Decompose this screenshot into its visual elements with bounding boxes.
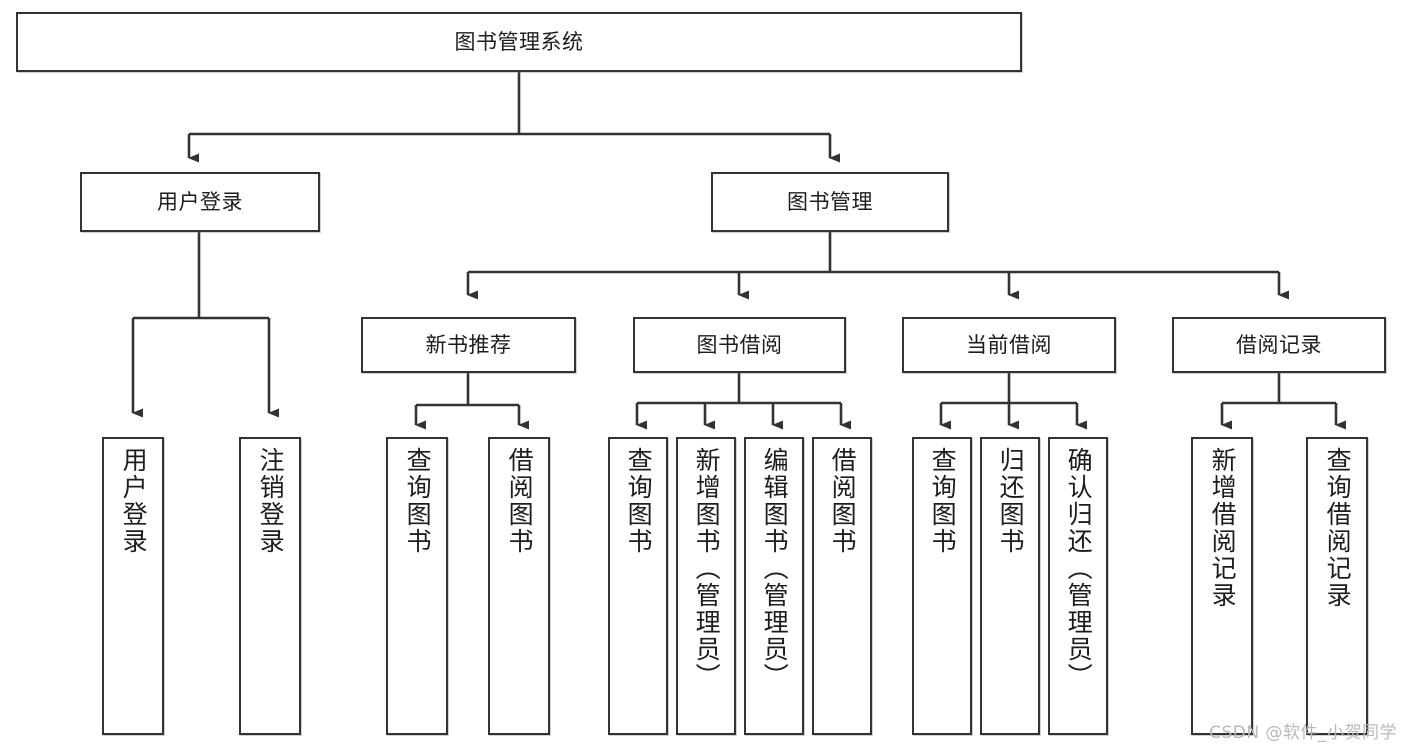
node-leaf-cur-query-book-label: 查询图书 [928, 447, 958, 555]
node-book-borrow[interactable]: 图书借阅 [633, 317, 846, 373]
node-leaf-borrow-query-book[interactable]: 查询图书 [608, 437, 668, 735]
node-leaf-user-login-label: 用户登录 [119, 447, 149, 555]
node-leaf-borrow-query-book-label: 查询图书 [624, 447, 654, 555]
node-root-label: 图书管理系统 [454, 29, 584, 54]
node-leaf-user-logout-label: 注销登录 [256, 447, 286, 555]
node-leaf-cur-return-book[interactable]: 归还图书 [980, 437, 1040, 735]
node-borrow-record[interactable]: 借阅记录 [1172, 317, 1386, 373]
node-leaf-cur-confirm-return-label: 确认归还（管理员） [1064, 447, 1094, 690]
node-leaf-borrow-add-book[interactable]: 新增图书（管理员） [676, 437, 736, 735]
node-leaf-rec-borrow-book-label: 借阅图书 [505, 447, 535, 555]
csdn-watermark: CSDN @软件_小贺同学 [1209, 723, 1397, 743]
node-leaf-rec-query-record[interactable]: 查询借阅记录 [1306, 437, 1368, 735]
node-user-login[interactable]: 用户登录 [80, 172, 320, 232]
node-leaf-rec-add-record[interactable]: 新增借阅记录 [1191, 437, 1253, 735]
node-leaf-rec-add-record-label: 新增借阅记录 [1208, 447, 1238, 609]
node-leaf-borrow-borrow-book-label: 借阅图书 [828, 447, 858, 555]
node-current-borrow[interactable]: 当前借阅 [902, 317, 1116, 373]
node-borrow-record-label: 借阅记录 [1236, 332, 1322, 357]
node-leaf-user-login[interactable]: 用户登录 [102, 437, 164, 735]
node-leaf-rec-query-record-label: 查询借阅记录 [1323, 447, 1353, 609]
node-book-manage[interactable]: 图书管理 [711, 172, 949, 232]
node-leaf-borrow-edit-book[interactable]: 编辑图书（管理员） [744, 437, 804, 735]
node-leaf-user-logout[interactable]: 注销登录 [239, 437, 301, 735]
node-leaf-rec-borrow-book[interactable]: 借阅图书 [488, 437, 550, 735]
node-leaf-rec-query-book[interactable]: 查询图书 [386, 437, 448, 735]
node-user-login-label: 用户登录 [157, 189, 243, 214]
node-new-book-rec-label: 新书推荐 [425, 332, 512, 357]
node-leaf-cur-return-book-label: 归还图书 [996, 447, 1026, 555]
node-book-manage-label: 图书管理 [787, 189, 873, 214]
node-root[interactable]: 图书管理系统 [16, 12, 1022, 72]
node-new-book-rec[interactable]: 新书推荐 [361, 317, 576, 373]
node-current-borrow-label: 当前借阅 [966, 332, 1052, 357]
node-leaf-rec-query-book-label: 查询图书 [403, 447, 433, 555]
node-leaf-cur-confirm-return[interactable]: 确认归还（管理员） [1048, 437, 1108, 735]
node-leaf-cur-query-book[interactable]: 查询图书 [912, 437, 972, 735]
node-leaf-borrow-borrow-book[interactable]: 借阅图书 [812, 437, 872, 735]
node-leaf-borrow-add-book-label: 新增图书（管理员） [692, 447, 722, 690]
node-leaf-borrow-edit-book-label: 编辑图书（管理员） [760, 447, 790, 690]
node-book-borrow-label: 图书借阅 [696, 332, 783, 357]
